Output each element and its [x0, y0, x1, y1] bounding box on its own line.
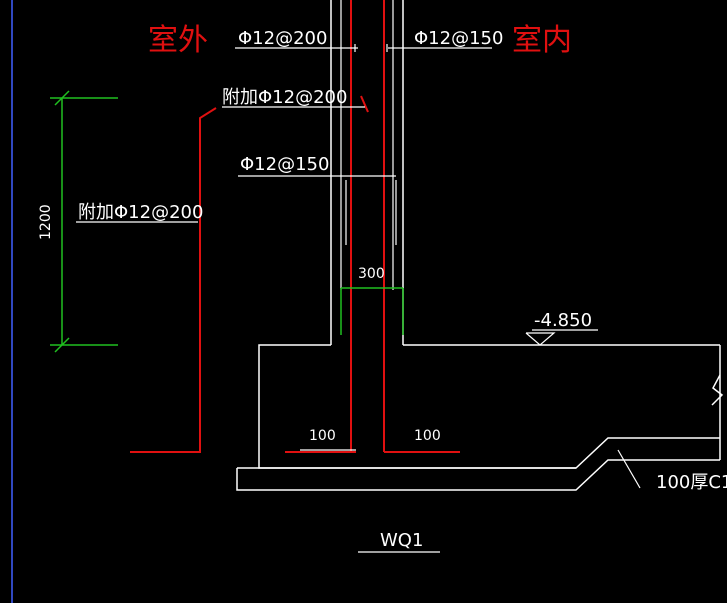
thickness-dimension [340, 287, 404, 335]
foot-left-label: 100 [309, 428, 336, 444]
rebar-added-left-label: 附加Φ12@200 [78, 202, 203, 223]
height-dimension [50, 90, 118, 353]
rebar-inner-vertical-label: Φ12@150 [414, 28, 503, 49]
indoor-label: 室内 [512, 23, 572, 58]
wall-outline [236, 0, 721, 491]
foot-right-label: 100 [414, 428, 441, 444]
break-symbol [711, 374, 724, 406]
leader-lines [76, 47, 641, 553]
rebar-added-upper-label: 附加Φ12@200 [222, 87, 347, 108]
wall-thickness-label: 300 [358, 266, 385, 282]
rebar-middle-label: Φ12@150 [240, 154, 329, 175]
section-name-label: WQ1 [380, 530, 423, 551]
rebar-outer-vertical-label: Φ12@200 [238, 28, 327, 49]
outdoor-label: 室外 [148, 23, 208, 58]
cushion-label: 100厚C15 [656, 472, 727, 493]
leader-ticks [354, 44, 388, 52]
elevation-label: -4.850 [534, 310, 592, 331]
rebar-lines [130, 0, 460, 453]
wall-inner-lines [340, 0, 394, 290]
height-dim-label: 1200 [38, 204, 54, 240]
rebar-ticks [345, 180, 397, 245]
